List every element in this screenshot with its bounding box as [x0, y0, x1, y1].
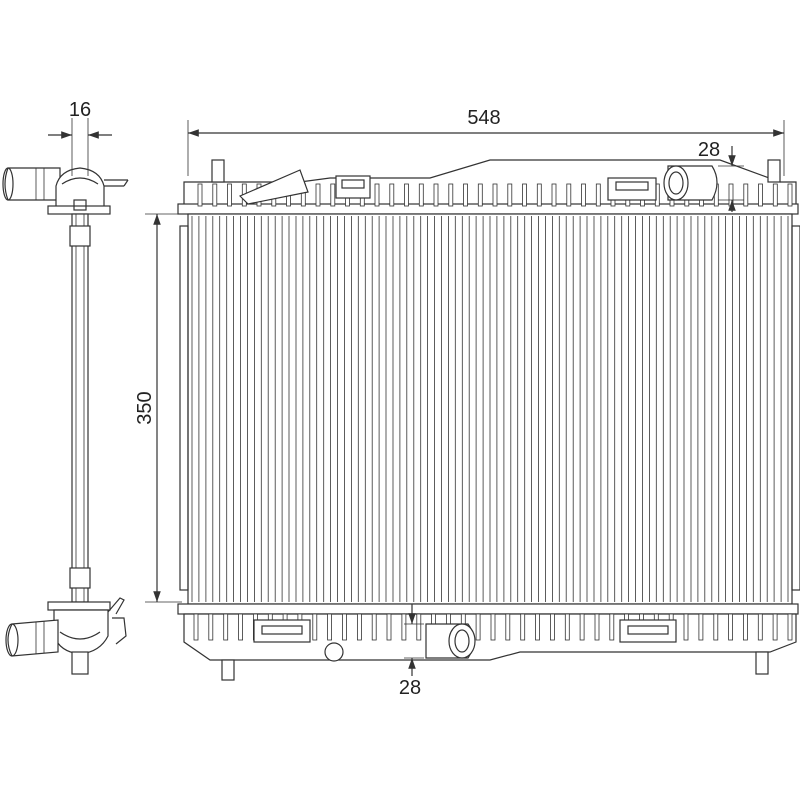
tank-rib: [772, 183, 778, 207]
tank-rib: [594, 613, 600, 641]
tank-rib: [374, 183, 380, 207]
tank-rib: [327, 613, 333, 641]
tank-rib: [522, 183, 527, 207]
tank-rib: [475, 613, 481, 641]
tank-rib: [581, 183, 586, 207]
front-top-inlet-pipe: [663, 165, 718, 201]
tank-rib: [401, 613, 407, 641]
tank-rib: [520, 613, 526, 641]
tank-rib: [223, 613, 229, 641]
tank-rib: [193, 613, 199, 641]
tank-rib: [743, 183, 749, 207]
tank-rib: [330, 183, 336, 207]
tank-rib: [536, 183, 542, 207]
dimension-350: 350: [134, 213, 182, 603]
tank-rib: [418, 183, 424, 207]
dimension-label-28-top: 28: [698, 139, 720, 161]
tank-rib: [609, 613, 615, 641]
front-view: 548 350 28 28: [134, 107, 800, 699]
tank-rib: [342, 613, 347, 641]
side-core: [69, 213, 91, 603]
tank-rib: [386, 613, 392, 641]
tank-rib: [728, 613, 733, 641]
tank-rib: [490, 613, 496, 641]
dimension-label-16: 16: [69, 99, 91, 121]
tank-rib: [492, 183, 498, 207]
tank-rib: [404, 183, 409, 207]
front-bottom-tank: [177, 603, 799, 681]
dimension-label-350: 350: [134, 391, 156, 424]
top-clip-right: [607, 177, 657, 201]
tank-rib: [433, 183, 439, 207]
side-top-tank: [47, 167, 129, 215]
tank-rib: [535, 613, 540, 641]
tank-rib: [448, 183, 454, 207]
tank-rib: [551, 183, 557, 207]
tank-rib: [579, 613, 585, 641]
tank-rib: [757, 613, 763, 641]
tank-rib: [787, 183, 793, 207]
tank-rib: [698, 613, 704, 641]
dimension-16: 16: [48, 99, 112, 176]
front-bottom-outlet-pipe: [425, 623, 476, 659]
tank-rib: [197, 183, 203, 207]
dimension-548: 548: [187, 107, 785, 176]
tank-rib: [463, 183, 468, 207]
tank-rib: [356, 613, 362, 641]
tank-rib: [772, 613, 778, 641]
dimension-label-28-bottom: 28: [399, 677, 421, 699]
tank-rib: [743, 613, 748, 641]
tank-rib: [595, 183, 601, 207]
tank-rib: [758, 183, 763, 207]
tank-rib: [312, 613, 318, 641]
tank-rib: [713, 613, 719, 641]
front-core: [179, 213, 800, 605]
tank-rib: [787, 613, 793, 641]
core-fins: [191, 216, 789, 602]
tank-rib: [566, 183, 572, 207]
tank-rib: [227, 183, 232, 207]
bottom-left-pin: [221, 659, 235, 681]
side-view: 16: [2, 99, 129, 675]
dimension-28-top: 28: [698, 139, 744, 212]
dimension-28-bottom: 28: [399, 604, 424, 699]
bottom-right-pin: [755, 651, 769, 675]
tank-rib: [505, 613, 511, 641]
tank-rib: [416, 613, 422, 641]
tank-rib: [238, 613, 244, 641]
tank-rib: [477, 183, 483, 207]
top-tank-filler-block: [238, 169, 309, 205]
tank-rib: [683, 613, 689, 641]
side-top-inlet-pipe: [2, 167, 61, 201]
dimension-label-548: 548: [467, 107, 500, 129]
front-top-tank: [177, 159, 799, 215]
top-right-pin: [767, 159, 781, 183]
top-clip-left: [335, 175, 371, 199]
tank-rib: [208, 613, 214, 641]
tank-rib: [564, 613, 570, 641]
drain-plug: [324, 642, 344, 662]
side-bottom-tank: [47, 597, 127, 675]
tank-rib: [212, 183, 218, 207]
tank-rib: [389, 183, 395, 207]
tank-rib: [507, 183, 513, 207]
tank-rib: [371, 613, 377, 641]
tank-rib: [315, 183, 321, 207]
top-left-pin: [211, 159, 225, 183]
side-bottom-outlet-pipe: [5, 619, 59, 657]
tank-rib: [550, 613, 555, 641]
